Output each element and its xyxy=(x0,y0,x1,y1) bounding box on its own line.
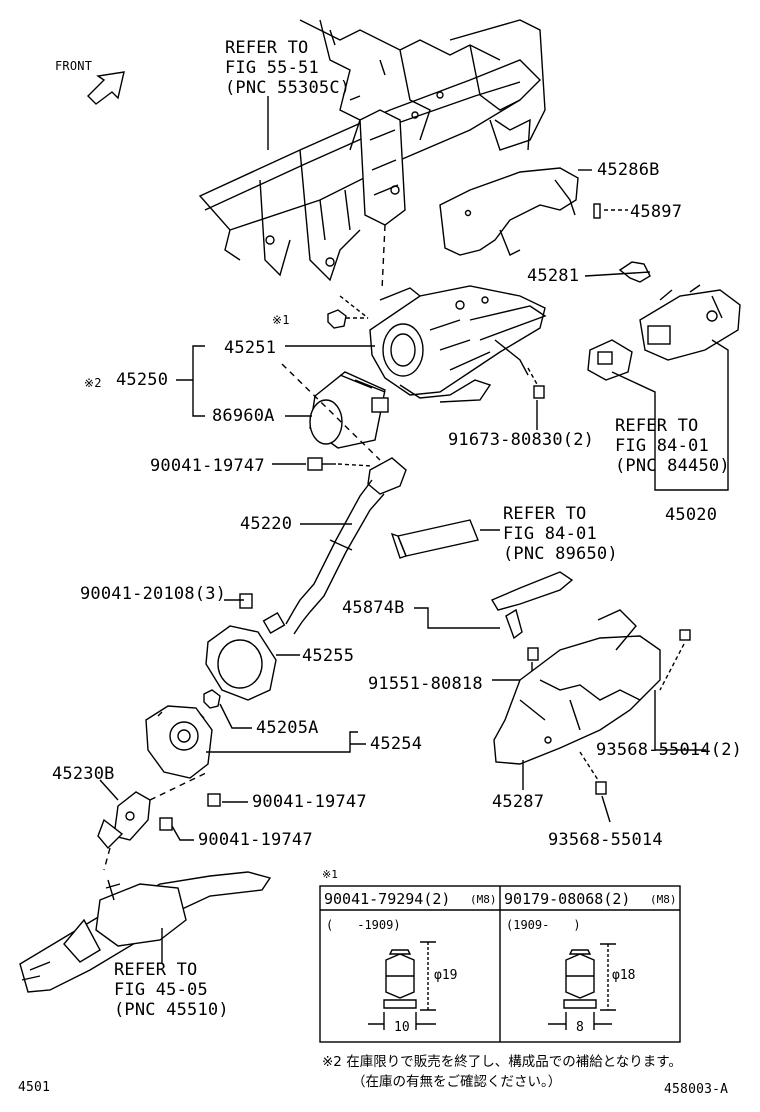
bolt-90041-20108 xyxy=(239,593,253,609)
footer-note2-line2: （在庫の有無をご確認ください。） xyxy=(352,1074,562,1090)
part-45020: 45020 xyxy=(665,505,718,525)
clamp-45281 xyxy=(618,261,651,283)
table-col1-part: 90041-79294(2) xyxy=(324,890,451,908)
ignition-lock-assembly xyxy=(587,284,741,381)
ref-55-line2: FIG 55-51 xyxy=(225,58,319,78)
instrument-panel-reinforcement xyxy=(198,19,546,282)
dash-upper xyxy=(381,224,386,291)
part-45874B: 45874B xyxy=(342,598,405,618)
part-93568-2: 93568-55014(2) xyxy=(596,740,743,760)
ref-84-a-line2: FIG 84-01 xyxy=(615,436,709,456)
bracket-45254 xyxy=(206,731,366,753)
screw-93568-b xyxy=(595,781,607,795)
leader-93568-2 xyxy=(654,690,706,751)
dash-93568-b xyxy=(579,751,599,781)
gasket-45255 xyxy=(205,625,277,701)
part-45251: 45251 xyxy=(224,338,277,358)
nut-45205A xyxy=(203,689,221,709)
part-45230B: 45230B xyxy=(52,764,115,784)
ref-45-line3: (PNC 45510) xyxy=(114,1000,229,1020)
leader-45874B xyxy=(414,607,500,629)
ref-84-a-line3: (PNC 84450) xyxy=(615,456,730,476)
part-90041-a: 90041-19747 xyxy=(150,456,265,476)
bracket-plate-89650 xyxy=(390,519,479,559)
footer-note2-line1: ※2 在庫限りで販売を終了し、構成品での補給となります。 xyxy=(322,1054,682,1070)
dash-ujoint xyxy=(149,771,209,801)
part-90041-c: 90041-19747 xyxy=(198,830,313,850)
part-45897: 45897 xyxy=(630,202,683,222)
bolt-90041-c xyxy=(159,817,173,831)
ref-84-b-line2: FIG 84-01 xyxy=(503,524,597,544)
table-note-mark: ※1 xyxy=(322,868,338,881)
steering-column-45251 xyxy=(369,285,547,403)
ref-84-b-line1: REFER TO xyxy=(503,504,587,524)
ref-45-line1: REFER TO xyxy=(114,960,198,980)
u-joint-45230B xyxy=(97,791,151,850)
part-91673: 91673-80830(2) xyxy=(448,430,595,450)
dash-ujoint-low xyxy=(103,847,111,871)
dash-93568-a xyxy=(659,643,685,691)
leader-93568 xyxy=(601,795,611,823)
page-number-right: 458003-A xyxy=(664,1082,729,1097)
leader-45281 xyxy=(584,271,651,277)
front-arrow-icon xyxy=(87,71,125,105)
ref-84-a-line1: REFER TO xyxy=(615,416,699,436)
fastener-table xyxy=(319,885,681,1043)
pin-45897 xyxy=(593,203,601,219)
dash-nut xyxy=(339,295,369,319)
bolt-91551 xyxy=(527,647,539,661)
table-col1-range: ( -1909) xyxy=(326,918,401,932)
part-45250-mark: ※2 xyxy=(84,376,102,390)
cover-bracket-45874B xyxy=(490,571,574,640)
table-col1-dia: φ19 xyxy=(434,968,458,983)
motor-86960A xyxy=(309,371,389,449)
part-45220: 45220 xyxy=(240,514,293,534)
part-45205A: 45205A xyxy=(256,718,319,738)
dash-shaft xyxy=(281,363,381,461)
part-ref-1: ※1 xyxy=(272,313,290,327)
part-45281: 45281 xyxy=(527,266,580,286)
ref-45-line2: FIG 45-05 xyxy=(114,980,208,1000)
part-45255: 45255 xyxy=(302,646,355,666)
part-93568: 93568-55014 xyxy=(548,830,663,850)
dash-91673 xyxy=(527,367,539,387)
part-45254: 45254 xyxy=(370,734,423,754)
table-col2-spec: (M8) xyxy=(650,893,677,906)
part-45286B: 45286B xyxy=(597,160,660,180)
table-col1-spec: (M8) xyxy=(470,893,497,906)
table-col2-width: 8 xyxy=(576,1020,584,1035)
leader-90041-c xyxy=(171,825,194,841)
leader-45230B xyxy=(99,779,119,801)
part-45287: 45287 xyxy=(492,792,545,812)
part-90041-20108: 90041-20108(3) xyxy=(80,584,227,604)
dash-90041-a xyxy=(337,463,373,467)
leader-45205A xyxy=(219,703,252,729)
boot-45254 xyxy=(145,705,213,779)
part-91551: 91551-80818 xyxy=(368,674,483,694)
table-col2-range: (1909- ) xyxy=(506,918,581,932)
bolt-90041-b xyxy=(207,793,221,807)
column-cover-upper xyxy=(439,167,579,256)
lower-cover-45287 xyxy=(493,609,661,765)
table-col2-part: 90179-08068(2) xyxy=(504,890,631,908)
page-number-left: 4501 xyxy=(18,1080,51,1095)
ref-84-b-line3: (PNC 89650) xyxy=(503,544,618,564)
ref-55-line1: REFER TO xyxy=(225,38,309,58)
leader-45020 xyxy=(611,339,729,491)
intermediate-shaft-45220 xyxy=(262,457,407,635)
steering-gear-45510 xyxy=(19,871,272,993)
screw-93568-a xyxy=(679,629,691,641)
front-label: FRONT xyxy=(55,59,93,73)
bolt-90041-a xyxy=(307,457,336,471)
nut-ref-1 xyxy=(327,309,347,329)
bracket-45250 xyxy=(176,345,205,417)
bolt-91673 xyxy=(533,385,545,399)
part-45250: 45250 xyxy=(116,370,169,390)
ref-55-line3: (PNC 55305C) xyxy=(225,78,351,98)
table-col1-width: 10 xyxy=(394,1020,410,1035)
part-90041-b: 90041-19747 xyxy=(252,792,367,812)
part-86960A: 86960A xyxy=(212,406,275,426)
table-col2-dia: φ18 xyxy=(612,968,636,983)
